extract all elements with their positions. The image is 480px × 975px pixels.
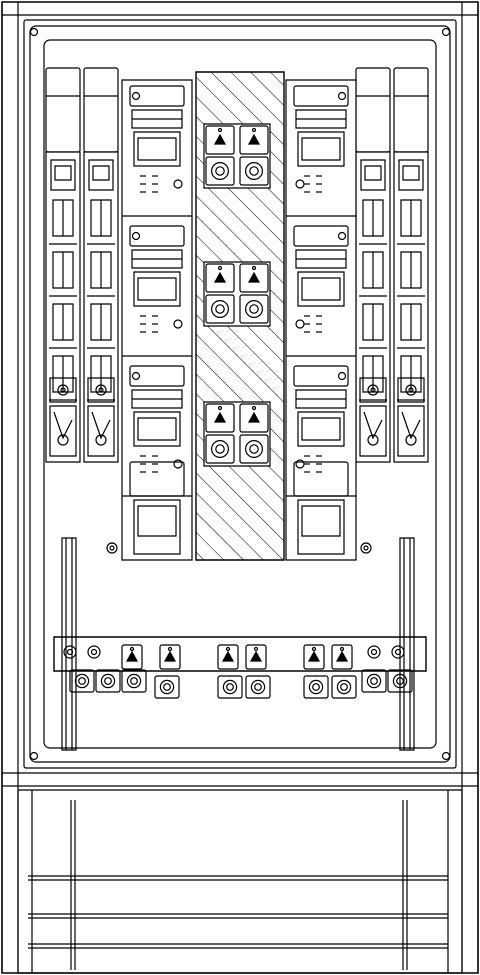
nh-disconnector	[286, 226, 356, 356]
fuse-switch	[356, 68, 390, 462]
arrow-terminal-icon	[122, 645, 142, 669]
arrow-terminal-icon	[246, 645, 266, 669]
lower-compartment	[18, 790, 462, 973]
din-rail-left	[62, 538, 76, 750]
arrow-terminal-icon	[304, 645, 324, 669]
arrow-terminal-icon	[160, 645, 180, 669]
terminal-lug-icon	[304, 676, 328, 698]
mounting-screw-icon	[107, 543, 117, 553]
terminal-lug-icon	[206, 295, 234, 323]
right-nh-disconnectors	[286, 80, 356, 560]
terminal-lug-icon	[206, 435, 234, 463]
nh-disconnector	[122, 86, 192, 216]
left-nh-disconnectors	[122, 80, 192, 560]
cable-rail-right	[403, 800, 407, 970]
arrow-terminal-icon	[206, 404, 234, 432]
din-rails	[62, 538, 414, 750]
upper-compartment	[24, 20, 456, 768]
terminal-block	[204, 262, 270, 326]
terminal-lug-icon	[206, 157, 234, 185]
nh-disconnector	[122, 226, 192, 356]
terminal-lug-icon	[218, 676, 242, 698]
terminal-lug-icon	[240, 295, 268, 323]
mounting-screw-icon	[31, 753, 38, 760]
neutral-bar	[54, 637, 426, 698]
terminal-lug-icon	[155, 676, 179, 698]
din-rail-right	[400, 538, 414, 750]
terminal-lug-icon	[96, 670, 120, 692]
arrow-terminal-icon	[206, 264, 234, 292]
terminal-lug-icon	[332, 676, 356, 698]
cable-rail-left	[71, 800, 75, 970]
fuse-switch	[394, 68, 428, 462]
terminal-blocks	[204, 124, 270, 466]
fuse-switch	[84, 68, 118, 462]
arrow-terminal-icon	[218, 645, 238, 669]
terminal-lug-icon	[122, 670, 146, 692]
nh-disconnector-column	[286, 80, 356, 560]
terminal-lug-icon	[246, 676, 270, 698]
right-fuse-switches	[356, 68, 428, 462]
fuse-switch	[46, 68, 80, 462]
nh-disconnector-column	[122, 80, 192, 560]
arrow-terminal-icon	[240, 404, 268, 432]
terminal-block	[204, 124, 270, 188]
arrow-terminal-icon	[240, 126, 268, 154]
mounting-screw-icon	[31, 29, 38, 36]
arrow-terminal-icon	[332, 645, 352, 669]
mounting-screw-icon	[443, 753, 450, 760]
terminal-lug-icon	[240, 157, 268, 185]
arrow-terminal-icon	[206, 126, 234, 154]
left-fuse-switches	[46, 68, 118, 462]
arrow-terminal-icon	[240, 264, 268, 292]
terminal-block	[204, 402, 270, 466]
mounting-screw-icon	[443, 29, 450, 36]
terminal-lug-icon	[240, 435, 268, 463]
mounting-screw-icon	[361, 543, 371, 553]
terminal-lug-icon	[388, 670, 412, 692]
nh-disconnector	[286, 86, 356, 216]
terminal-lug-icon	[362, 670, 386, 692]
terminal-lug-icon	[70, 670, 94, 692]
